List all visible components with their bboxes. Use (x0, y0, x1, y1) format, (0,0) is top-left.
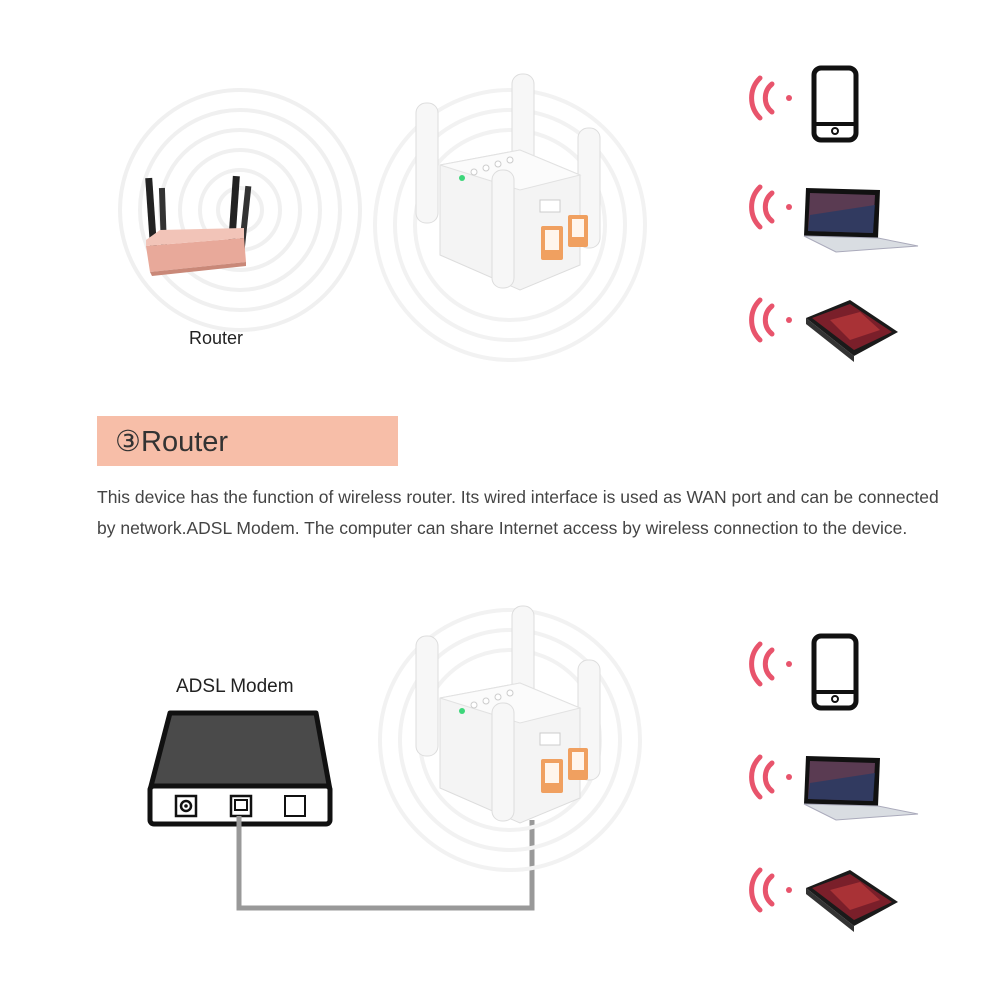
ethernet-port-icon (229, 794, 253, 818)
tablet-icon (806, 870, 898, 932)
signal-icon (749, 75, 792, 121)
router-rings (118, 88, 362, 332)
section-description: This device has the function of wireless… (97, 487, 939, 538)
top-router-device (145, 175, 252, 276)
section-banner: ③Router (97, 416, 398, 466)
power-port-icon (174, 794, 198, 818)
button-icon (284, 795, 306, 817)
adsl-modem (147, 710, 333, 827)
signal-icon (749, 867, 792, 913)
repeater-bottom (415, 605, 601, 824)
repeater-top (415, 73, 601, 291)
section-title-text: Router (141, 426, 229, 458)
phone-icon (811, 633, 859, 711)
signal-icon (749, 297, 792, 343)
laptop-icon (803, 188, 919, 253)
tablet-icon (806, 300, 898, 362)
bottom-source-label: ADSL Modem (176, 676, 294, 697)
phone-icon (811, 65, 859, 143)
laptop-icon (803, 756, 919, 821)
network-cable (236, 816, 535, 911)
signal-icon (749, 184, 792, 230)
section-badge: ③ (115, 426, 141, 458)
top-source-label: Router (189, 328, 244, 348)
signal-icon (749, 641, 792, 687)
repeater-rings-top (373, 88, 647, 362)
repeater-rings-bottom (378, 608, 642, 872)
section-title: ③Router (115, 424, 228, 459)
signal-icon (749, 754, 792, 800)
